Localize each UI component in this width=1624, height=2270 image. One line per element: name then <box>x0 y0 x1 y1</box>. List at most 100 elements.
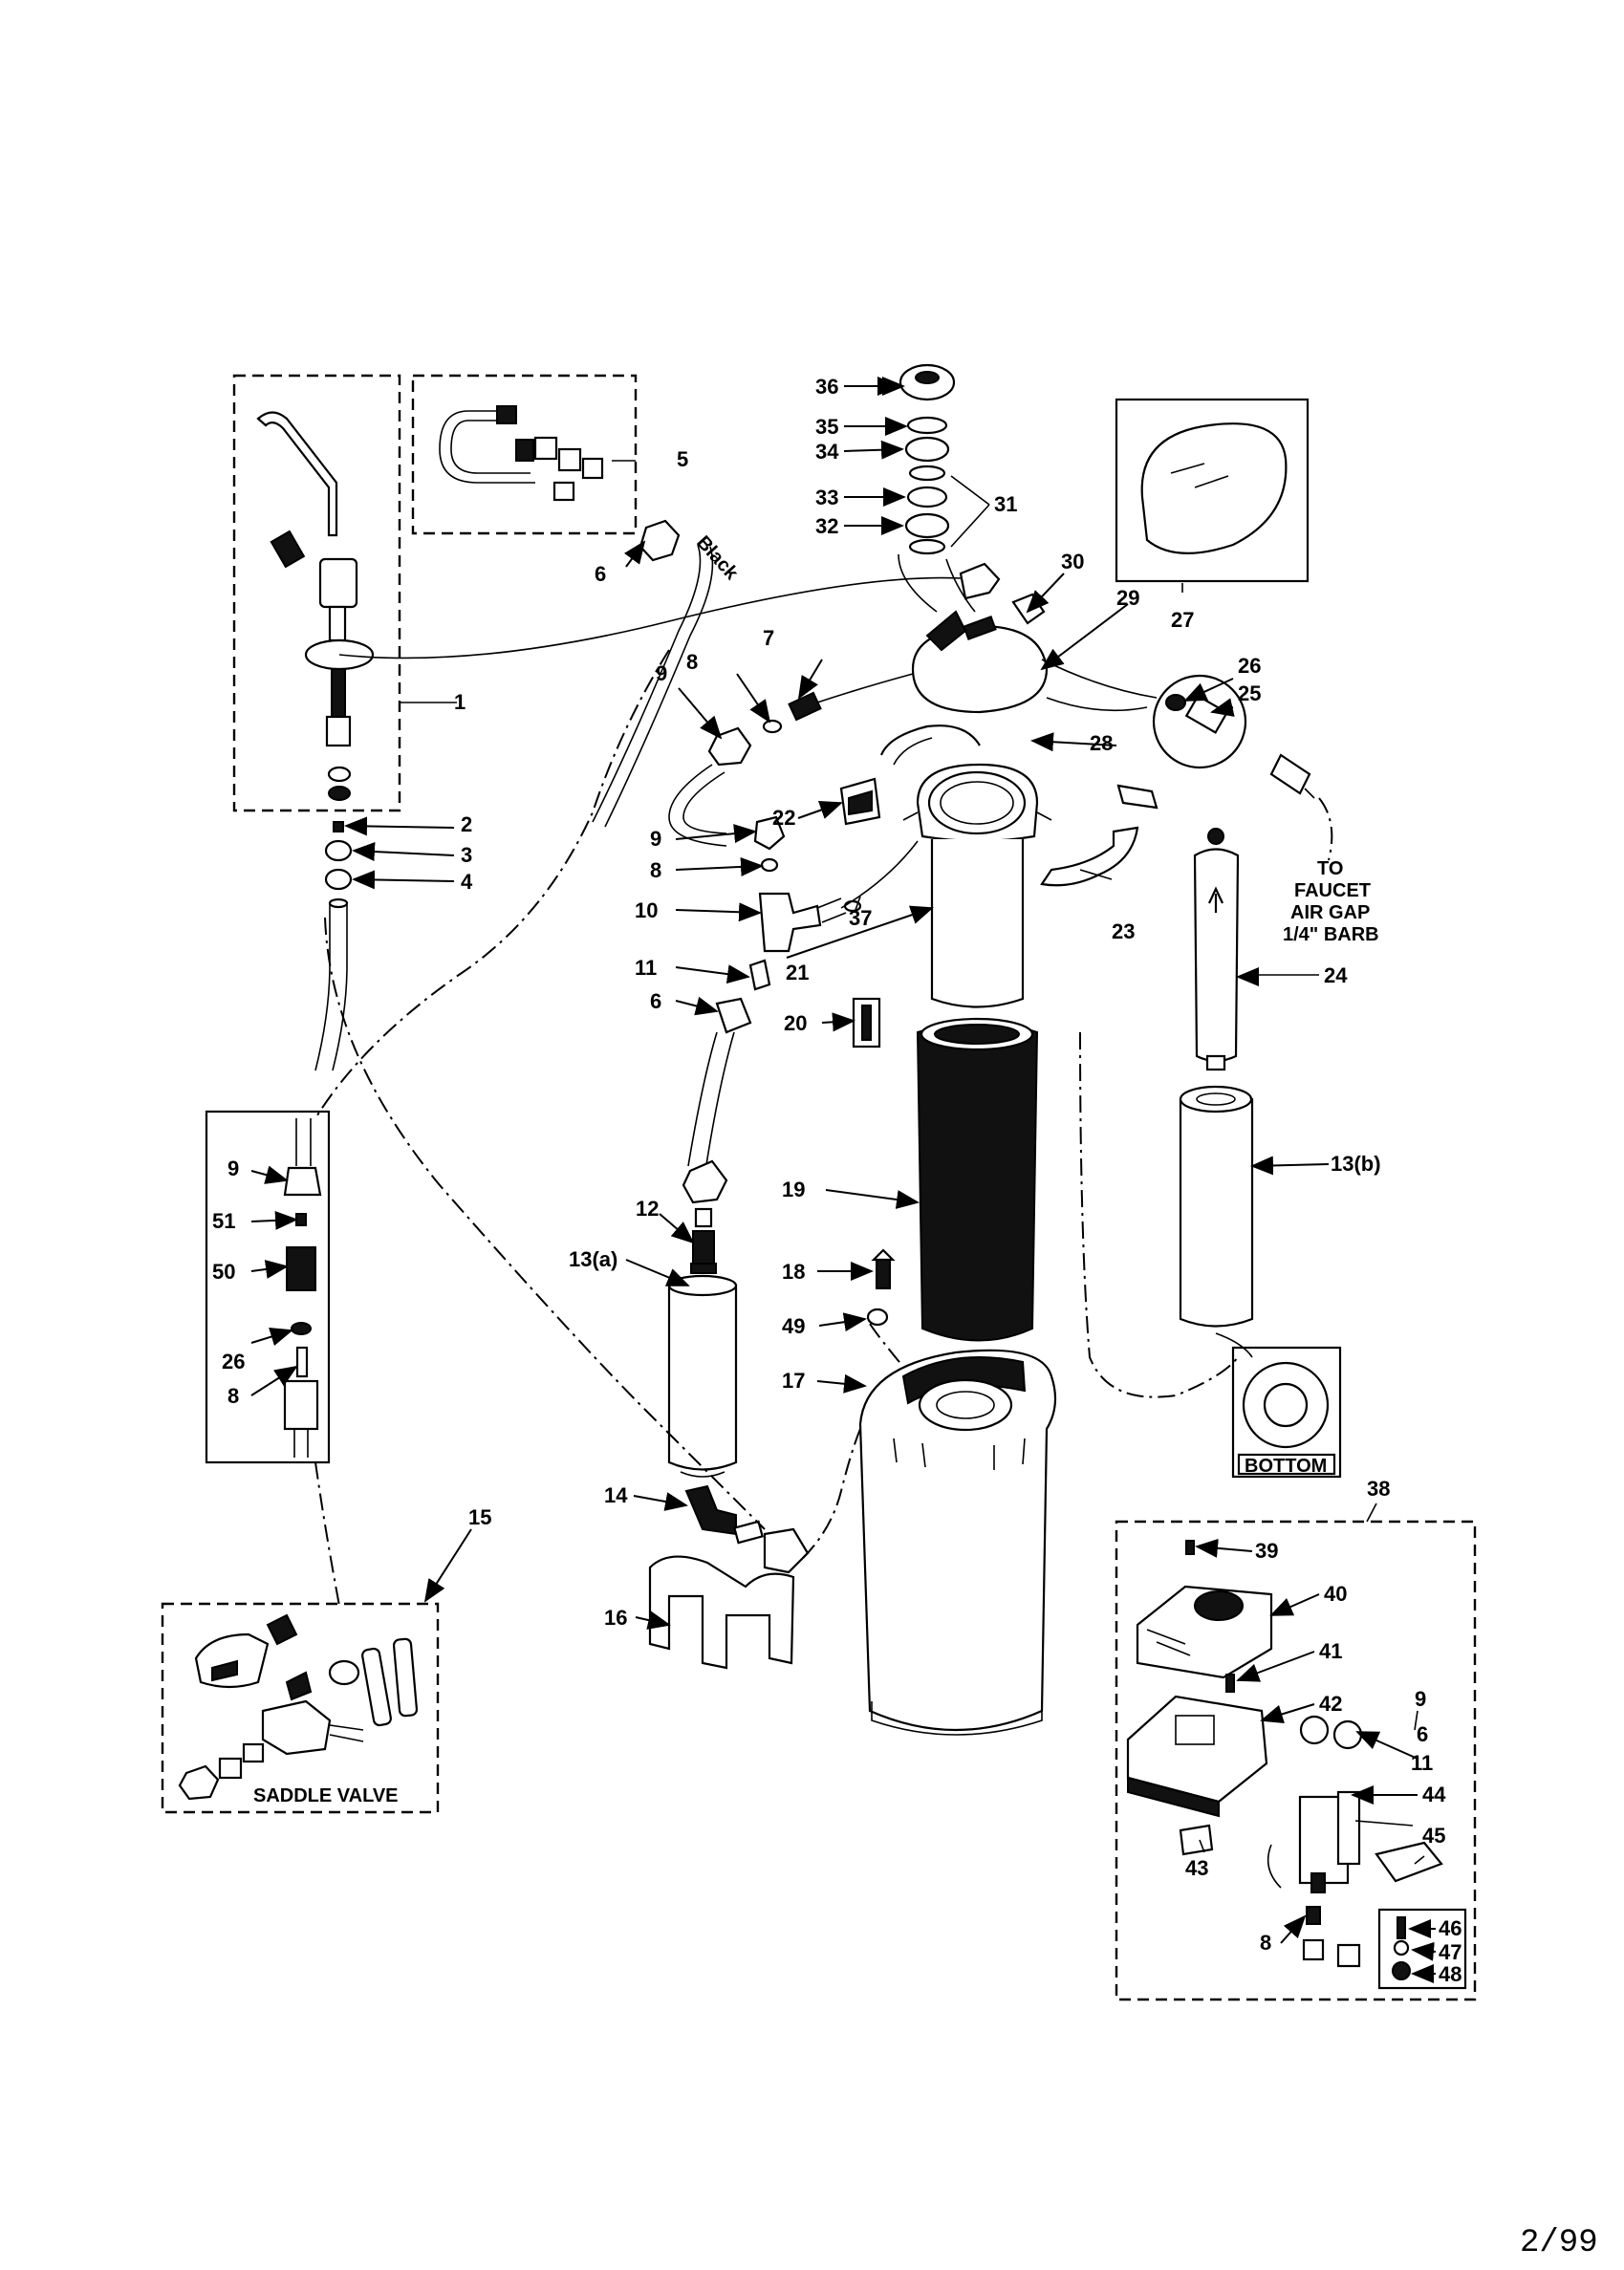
callout-8-mid: 8 <box>650 858 661 882</box>
filter-13b-top <box>1179 1085 1253 1113</box>
callout-26-left: 26 <box>222 1350 245 1373</box>
callout-44: 44 <box>1422 1783 1446 1806</box>
callout-49: 49 <box>782 1314 805 1338</box>
parts-46-48-box <box>1377 1908 1467 1990</box>
cover-group <box>1115 398 1310 583</box>
callout-25: 25 <box>1238 681 1261 705</box>
faucet-assembly-group <box>232 374 401 812</box>
shutoff-valve-group <box>1115 1520 1477 2001</box>
faucet-handle <box>318 557 358 609</box>
part-16-bracket <box>648 1555 795 1670</box>
callout-34: 34 <box>815 440 839 464</box>
part-47-oring <box>1393 1939 1410 1957</box>
tank-base <box>871 1701 1043 1736</box>
part-3 <box>324 839 353 862</box>
callout-6-mid: 6 <box>650 989 661 1013</box>
part-46-spring <box>1397 1916 1406 1939</box>
housing-opening-inner <box>940 781 1014 825</box>
leader-arrows <box>250 377 1437 1983</box>
callout-28: 28 <box>1090 731 1113 755</box>
part-2 <box>333 821 344 832</box>
callout-13a: 13(a) <box>569 1247 617 1271</box>
barb-tip <box>1304 788 1315 799</box>
part-6-nut-b <box>715 997 752 1034</box>
part-8-pin-b <box>1306 1906 1321 1925</box>
callout-41: 41 <box>1319 1639 1342 1663</box>
valve-44-fitting-b <box>1336 1943 1361 1968</box>
part-45-diaphragm <box>1375 1841 1443 1883</box>
tank-neck-inner <box>936 1391 995 1419</box>
callout-12: 12 <box>636 1197 659 1221</box>
saddle-screw-a <box>266 1613 298 1646</box>
callout-6-box38: 6 <box>1417 1722 1428 1746</box>
callout-14: 14 <box>604 1483 628 1507</box>
faucet-shank <box>331 668 346 718</box>
part-32-nut <box>904 512 950 539</box>
bottom-label: BOTTOM <box>1245 1456 1327 1477</box>
saddle-bolt-b <box>392 1637 419 1718</box>
filter-24-outlet <box>1205 1054 1226 1071</box>
kit-fitting-a <box>496 405 517 424</box>
cover-box <box>1115 398 1310 583</box>
callout-47: 47 <box>1439 1940 1462 1964</box>
routing-lines <box>314 649 1239 1607</box>
route-d <box>1079 1031 1239 1398</box>
part-43-gasket <box>1179 1824 1214 1856</box>
cover-40-hole <box>1194 1590 1244 1621</box>
tank-ribs <box>893 1438 1026 1470</box>
filter-13b-callout-line <box>1215 1332 1253 1358</box>
faucet-handle-spring <box>270 530 306 569</box>
cartridge-top-hole <box>934 1024 1020 1045</box>
tank-fitting-group <box>866 1248 896 1327</box>
fitting-7-connector <box>816 673 914 703</box>
cover-40-detail <box>1146 1629 1191 1656</box>
bottom-view-inner <box>1263 1382 1309 1428</box>
part-20-group <box>852 997 881 1049</box>
part-27-cover <box>1140 422 1288 554</box>
part-49-oring <box>866 1308 889 1327</box>
callout-8-top: 8 <box>686 650 698 674</box>
callout-18: 18 <box>782 1260 805 1284</box>
part-19-cartridge-group <box>916 1017 1039 1342</box>
callout-19: 19 <box>782 1178 805 1201</box>
part-30-elbow-nut <box>959 562 1001 600</box>
callout-4: 4 <box>461 870 473 894</box>
black-tube <box>592 544 714 828</box>
callout-9-mid: 9 <box>650 827 661 851</box>
callout-48: 48 <box>1439 1962 1462 1986</box>
callout-3: 3 <box>461 843 472 867</box>
saddle-valve-group <box>161 1602 440 1814</box>
valve-44-tube <box>1267 1844 1282 1889</box>
fitting-12-sleeve <box>694 1207 713 1228</box>
callout-43: 43 <box>1185 1856 1208 1880</box>
callout-20: 20 <box>784 1011 807 1035</box>
tee-down-tube <box>687 1031 735 1172</box>
head-left-tube <box>668 764 727 847</box>
part-9-nut-d <box>1299 1715 1330 1745</box>
head-port-center <box>963 616 997 640</box>
part-21-housing <box>930 839 1025 1008</box>
part-6-nut <box>639 519 681 562</box>
storage-tank-group <box>858 1349 1057 1736</box>
part-8-pin <box>295 1346 309 1378</box>
faucet-washer <box>327 766 352 783</box>
part-50-adapter <box>286 1246 316 1291</box>
callout-42: 42 <box>1319 1692 1342 1716</box>
part-12-fitting <box>692 1230 715 1266</box>
kit-fitting-e <box>581 457 604 480</box>
saddle-bolt-a <box>361 1647 392 1727</box>
faucet-nut <box>325 715 352 747</box>
kit-fitting-f <box>552 481 575 502</box>
valve-44-outlet <box>1310 1872 1326 1893</box>
tube-kit-box <box>411 374 638 535</box>
callout-17: 17 <box>782 1369 805 1393</box>
callout-51: 51 <box>212 1209 235 1233</box>
part-9-nut-c <box>283 1166 322 1197</box>
product-tube <box>314 903 348 1071</box>
right-filter-group <box>1179 828 1254 1358</box>
part-26-washer <box>291 1322 312 1335</box>
tee-assembly-group <box>687 815 919 1172</box>
part-14-elbow <box>684 1484 737 1536</box>
elbow-extension <box>733 1520 764 1545</box>
